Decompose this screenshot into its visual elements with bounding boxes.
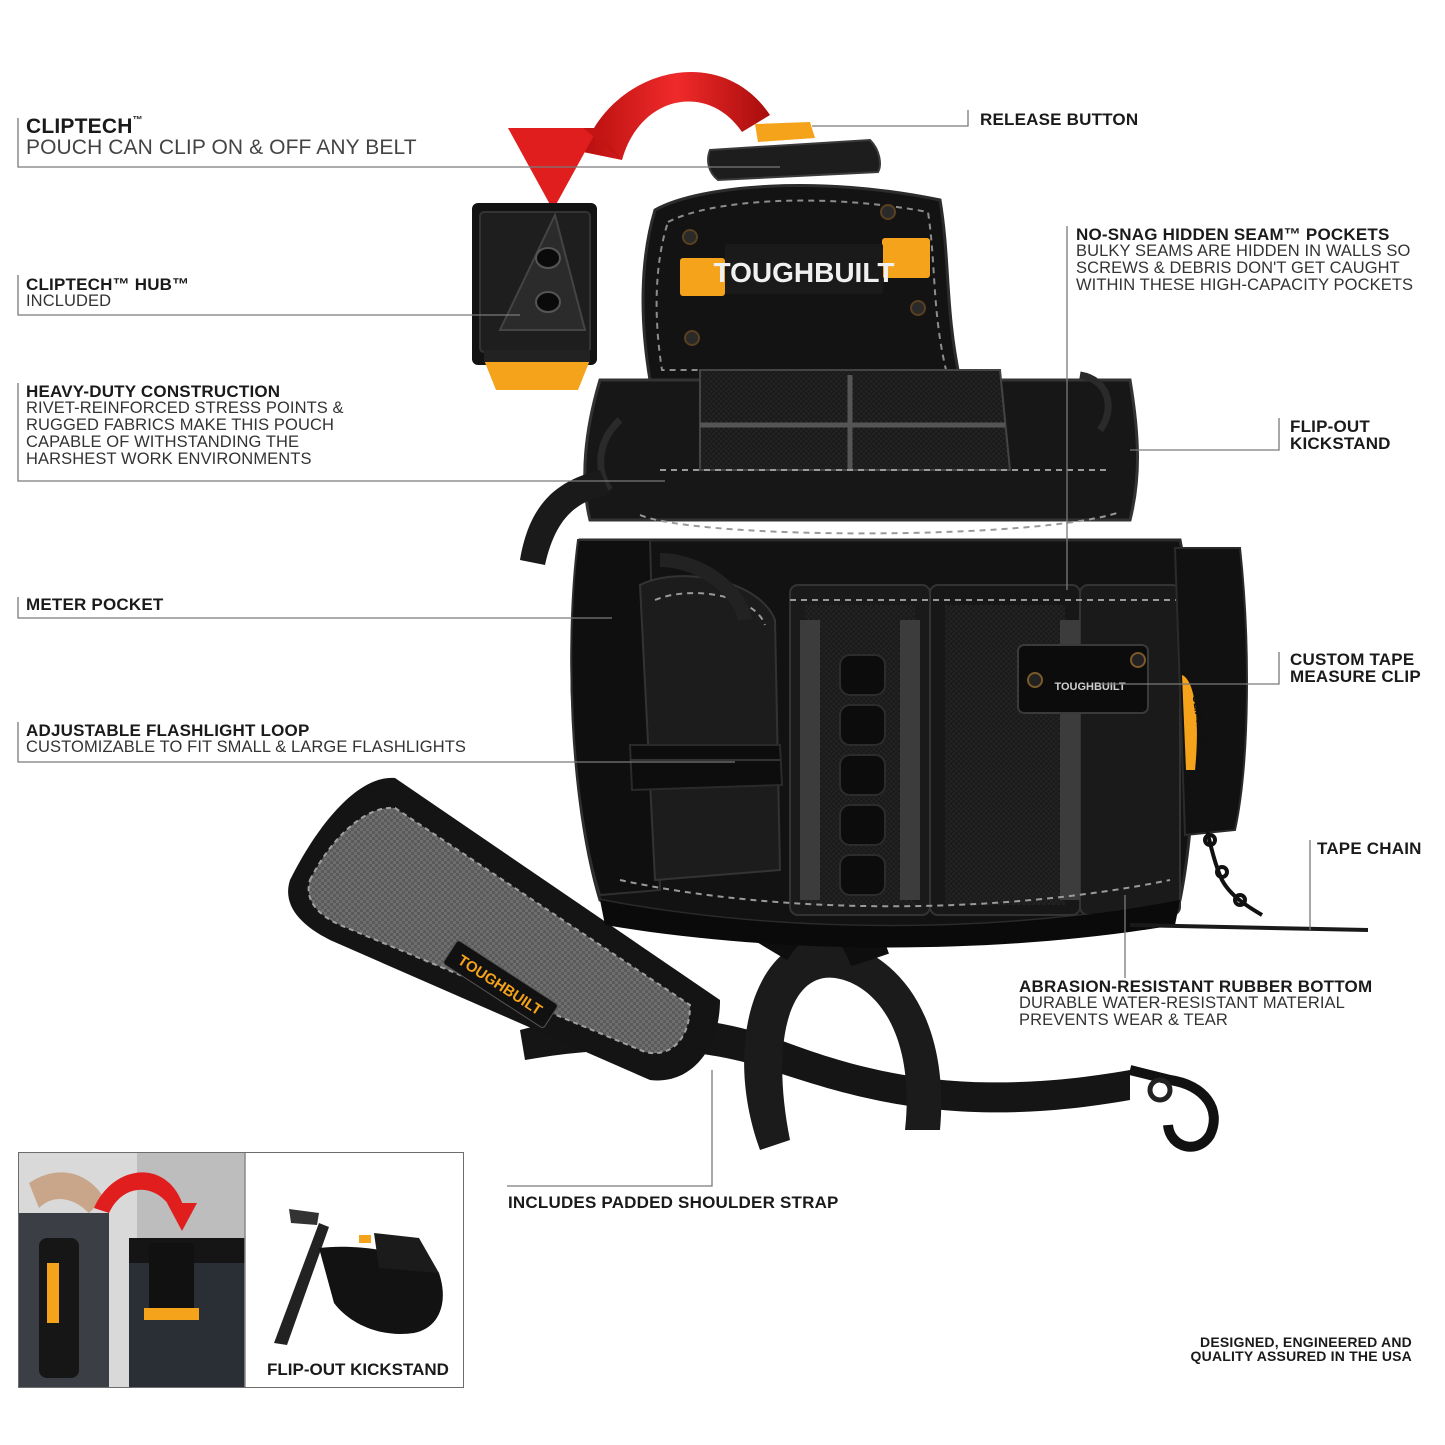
callout-shoulder-strap: INCLUDES PADDED SHOULDER STRAP — [508, 1193, 839, 1212]
usa-line-1: DESIGNED, ENGINEERED AND — [1200, 1334, 1412, 1350]
inset-panel: FLIP-OUT KICKSTAND — [18, 1152, 464, 1388]
meter-title: METER POCKET — [26, 595, 164, 614]
strap-title: INCLUDES PADDED SHOULDER STRAP — [508, 1193, 839, 1212]
nosnag-line-1: BULKY SEAMS ARE HIDDEN IN WALLS SO — [1076, 242, 1411, 261]
heavy-title: HEAVY-DUTY CONSTRUCTION — [26, 382, 281, 401]
bag-logo-text: TOUGHBUILT — [714, 257, 895, 288]
cliptech-title: CLIPTECH — [26, 115, 133, 138]
heavy-line-2: RUGGED FABRICS MAKE THIS POUCH — [26, 416, 334, 435]
callout-cliptech-hub: CLIPTECH™ HUB™ INCLUDED — [26, 276, 189, 310]
inset-kickstand-label: FLIP-OUT KICKSTAND — [267, 1360, 449, 1379]
abrasion-title: ABRASION-RESISTANT RUBBER BOTTOM — [1019, 977, 1373, 996]
hub-subtitle: INCLUDED — [26, 292, 112, 311]
inset-kickstand-icon — [274, 1209, 443, 1345]
kickstand-line-1: FLIP-OUT — [1290, 417, 1370, 436]
red-arrow-icon — [508, 72, 770, 210]
callout-cliptech: CLIPTECH™ POUCH CAN CLIP ON & OFF ANY BE… — [26, 115, 417, 160]
callout-release-button: RELEASE BUTTON — [980, 110, 1139, 129]
chain-title: TAPE CHAIN — [1317, 839, 1422, 858]
flashlight-subtitle: CUSTOMIZABLE TO FIT SMALL & LARGE FLASHL… — [26, 738, 467, 757]
tool-pouch-icon: TOUGHBUILT — [520, 122, 1369, 948]
kickstand-line-2: KICKSTAND — [1290, 434, 1391, 454]
nosnag-line-2: SCREWS & DEBRIS DON'T GET CAUGHT — [1076, 259, 1400, 278]
tapeclip-line-1: CUSTOM TAPE — [1290, 650, 1415, 669]
nosnag-title: NO-SNAG HIDDEN SEAM™ POCKETS — [1076, 225, 1390, 244]
hub-title: CLIPTECH™ HUB™ — [26, 275, 190, 294]
heavy-line-1: RIVET-REINFORCED STRESS POINTS & — [26, 399, 344, 418]
callout-flashlight-loop: ADJUSTABLE FLASHLIGHT LOOP CUSTOMIZABLE … — [26, 722, 466, 756]
shoulder-pad-icon: TOUGHBUILT — [288, 777, 720, 1081]
cliptech-hub-icon — [472, 203, 597, 390]
cliptech-trademark: ™ — [132, 115, 143, 126]
nosnag-line-3: WITHIN THESE HIGH-CAPACITY POCKETS — [1076, 275, 1414, 294]
heavy-line-4: HARSHEST WORK ENVIRONMENTS — [26, 449, 312, 468]
usa-note: DESIGNED, ENGINEERED AND QUALITY ASSURED… — [1180, 1335, 1412, 1364]
abrasion-line-1: DURABLE WATER-RESISTANT MATERIAL — [1019, 994, 1345, 1013]
callout-abrasion: ABRASION-RESISTANT RUBBER BOTTOM DURABLE… — [1019, 978, 1372, 1029]
callout-tape-chain: TAPE CHAIN — [1317, 839, 1422, 858]
release-title: RELEASE BUTTON — [980, 110, 1139, 129]
abrasion-line-2: PREVENTS WEAR & TEAR — [1019, 1011, 1228, 1030]
inset-illustration: FLIP-OUT KICKSTAND — [19, 1153, 449, 1387]
usa-line-2: QUALITY ASSURED IN THE USA — [1190, 1348, 1412, 1365]
inset-red-arrow-icon — [94, 1172, 184, 1213]
tapeclip-line-2: MEASURE CLIP — [1290, 667, 1421, 687]
callout-heavy-duty: HEAVY-DUTY CONSTRUCTION RIVET-REINFORCED… — [26, 383, 344, 468]
cliptech-subtitle: POUCH CAN CLIP ON & OFF ANY BELT — [26, 136, 417, 160]
flashlight-title: ADJUSTABLE FLASHLIGHT LOOP — [26, 721, 310, 740]
heavy-line-3: CAPABLE OF WITHSTANDING THE — [26, 432, 300, 451]
callout-kickstand: FLIP-OUT KICKSTAND — [1290, 418, 1391, 453]
callout-tape-clip: CUSTOM TAPE MEASURE CLIP — [1290, 651, 1421, 686]
callout-meter-pocket: METER POCKET — [26, 595, 164, 614]
callout-no-snag: NO-SNAG HIDDEN SEAM™ POCKETS BULKY SEAMS… — [1076, 226, 1413, 294]
tape-chain-icon — [1203, 819, 1264, 917]
